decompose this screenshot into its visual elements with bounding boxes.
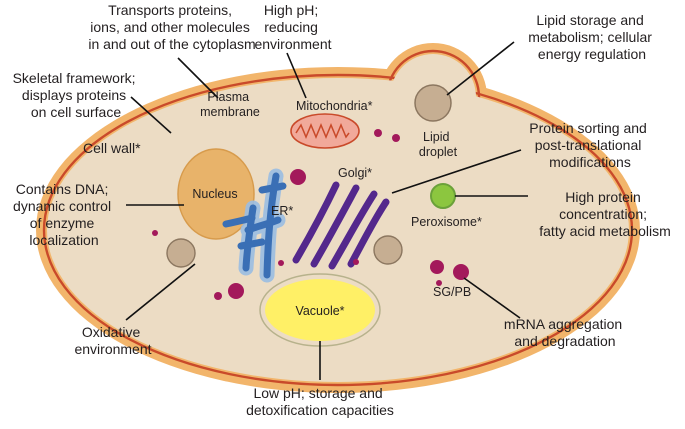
annotation-sorting: Protein sorting and post-translational m… xyxy=(529,120,650,170)
annotation-high-protein: High protein concentration; fatty acid m… xyxy=(539,189,671,239)
endoplasmic-reticulum xyxy=(222,168,287,283)
mitochondrion xyxy=(290,113,360,149)
cell-wall-label: Cell wall* xyxy=(83,140,141,156)
golgi-label: Golgi* xyxy=(338,166,372,180)
nucleus-label: Nucleus xyxy=(192,187,237,201)
peroxisome-label: Peroxisome* xyxy=(411,215,482,229)
annotation-high-ph: High pH; reducing environment xyxy=(254,2,331,52)
golgi-apparatus xyxy=(292,181,390,270)
granule xyxy=(453,264,469,280)
leader-sorting xyxy=(391,149,522,194)
granule xyxy=(436,280,442,286)
er-label: ER* xyxy=(271,204,293,218)
cytoplasm xyxy=(47,78,629,382)
granule xyxy=(152,230,158,236)
granule xyxy=(374,129,382,137)
cell xyxy=(36,43,640,393)
vesicles xyxy=(166,235,403,268)
plasma-membrane-label: Plasma membrane xyxy=(200,90,260,119)
granule xyxy=(353,259,359,265)
annotation-mrna: mRNA aggregation and degradation xyxy=(504,316,626,349)
granule xyxy=(430,260,444,274)
vacuole-lumen xyxy=(265,279,375,341)
leader-lipid xyxy=(446,41,515,96)
mitochondria-label: Mitochondria* xyxy=(296,99,373,113)
vesicle xyxy=(373,235,403,265)
annotation-oxidative: Oxidative environment xyxy=(74,324,151,357)
nucleus xyxy=(177,148,255,240)
annotation-low-ph: Low pH; storage and detoxification capac… xyxy=(246,385,394,418)
vesicle xyxy=(166,238,196,268)
granule xyxy=(392,134,400,142)
annotation-dna: Contains DNA; dynamic control of enzyme … xyxy=(13,181,115,248)
sg-pb-label: SG/PB xyxy=(433,285,471,299)
granule xyxy=(228,283,244,299)
lipid-droplet xyxy=(414,84,452,122)
lipid-droplet-label: Lipid droplet xyxy=(419,130,458,159)
leader-lines xyxy=(125,41,528,380)
leader-high-ph xyxy=(286,52,307,99)
leader-skeletal xyxy=(130,96,172,134)
leader-mrna xyxy=(463,277,521,319)
annotation-lipid: Lipid storage and metabolism; cellular e… xyxy=(528,12,656,62)
granule xyxy=(278,260,284,266)
annotation-transport: Transports proteins, ions, and other mol… xyxy=(88,2,255,52)
peroxisome xyxy=(430,183,456,209)
granule xyxy=(290,169,306,185)
annotation-skeletal: Skeletal framework; displays proteins on… xyxy=(13,70,140,120)
granules xyxy=(152,129,469,300)
leader-transport xyxy=(177,57,219,99)
plasma-membrane-outline xyxy=(42,73,634,387)
granule xyxy=(214,292,222,300)
leader-oxidative xyxy=(125,263,196,321)
vacuole-label: Vacuole* xyxy=(295,304,344,318)
